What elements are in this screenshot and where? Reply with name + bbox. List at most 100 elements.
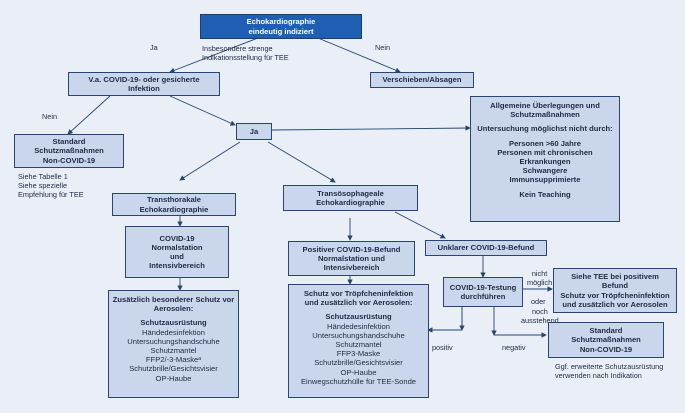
testing-line1: COVID-19-Testung [449,282,517,292]
tte-ward-line1: COVID-19 [159,233,195,243]
node-echo-indicated-line1: Echokardiographie [246,17,316,27]
positive-line3: Intensivbereich [323,263,380,273]
tee-protect-title2: und zusätzlich vor Aerosolen: [304,298,413,308]
label-extended-2: verwenden nach Indikation [555,371,642,380]
positive-line2: Normalstation und [317,253,386,263]
tte-protect-title1: Zusätzlich besonderer Schutz vor [112,295,235,304]
tte-protect-item: Untersuchungshandschuhe [127,336,220,346]
arrow-ja-to-tee [267,141,336,183]
tee-protect-item: Schutzmantel [335,340,382,350]
tee-protect-item: Einwegschutzhülle für TEE-Sonde [300,376,417,386]
node-standard1-line2: Schutzmaßnahmen [34,146,104,156]
node-general-considerations: Allgemeine Überlegungen und Schutzmaßnah… [470,96,620,222]
label-nein-top: Nein [375,43,391,52]
label-strict-indication: Insbesondere strenge Indikationsstellung… [202,44,289,62]
tte-protect-item: Schutzmantel [150,346,197,356]
node-see-tee: Siehe TEE bei positivem Befund Schutz vo… [553,268,677,313]
node-tee-line2: Echokardiographie [316,198,385,207]
arrow-top-to-suspect [169,37,259,73]
label-see-table-line3: Empfehlung für TEE [18,190,84,199]
tee-protect-heading: Schutzausrüstung [325,312,392,322]
label-nein-left: Nein [42,112,58,121]
arrow-ja-to-tte [179,141,241,181]
node-tee-line1: Transösophageale [317,188,384,198]
node-tte-ward: COVID-19 Normalstation und Intensivberei… [125,226,229,278]
node-standard1-line1: Standard [52,137,86,147]
tee-protect-item: Schutzbrille/Gesichtsvisier [314,358,403,368]
node-covid-testing: COVID-19-Testung durchführen [443,277,523,307]
see-tee-line3: Schutz vor Tröpfcheninfektion [560,290,670,300]
node-suspected-infection: V.a. COVID-19- oder gesicherte Infektion [68,72,220,96]
see-tee-line2: Befund [601,281,629,291]
label-pending-2: ausstehend [521,316,559,325]
label-positiv: positiv [432,343,453,352]
node-positive-finding: Positiver COVID-19-Befund Normalstation … [288,241,415,276]
tte-protect-item: Schutzbrille/Gesichtsvisier [129,364,218,374]
label-strict-line2: Indikationsstellung für TEE [202,53,289,62]
node-suspected-line2: Infektion [128,84,160,93]
node-ja-label: Ja [249,126,259,136]
general-title-line2: Schutzmaßnahmen [510,110,580,120]
general-intro: Untersuchung möglichst nicht durch: [477,124,613,134]
tee-protect-item: Untersuchungshandschuhe [312,330,405,340]
arrow-ja-to-general [271,125,471,131]
node-standard-non-covid-2: Standard Schutzmaßnahmen Non-COVID-19 [548,322,664,358]
label-see-table: Siehe Tabelle 1 Siehe spezielle Empfehlu… [18,172,84,199]
node-tee-protection: Schutz vor Tröpfcheninfektion und zusätz… [288,284,429,398]
general-item: Personen >60 Jahre [509,138,581,148]
label-not-possible-1: nicht [531,269,548,278]
tte-ward-line3: und [170,252,184,261]
node-standard-non-covid-1: Standard Schutzmaßnahmen Non-COVID-19 [14,134,124,168]
tee-protect-item: OP-Haube [340,367,377,377]
tte-protect-item: OP-Haube [155,373,192,383]
label-or: oder [531,297,546,306]
node-ja: Ja [236,123,272,140]
label-extended-1: Ggf. erweiterte Schutzausrüstung [555,362,664,371]
node-echo-indicated-line2: eindeutig indiziert [248,26,314,36]
general-item: Personen mit chronischen [497,147,593,157]
node-standard1-line3: Non-COVID-19 [42,155,96,165]
arrow-suspect-to-standard [67,95,111,135]
node-tte: Transthorakale Echokardiographie [112,193,236,216]
positive-line1: Positiver COVID-19-Befund [302,244,401,254]
node-tte-protection: Zusätzlich besonderer Schutz vor Aerosol… [108,290,239,398]
label-not-possible: nicht möglich [527,269,552,287]
general-title-line1: Allgemeine Überlegungen und [490,101,600,110]
tee-protect-item: FFP3-Maske [336,349,381,359]
label-negativ: negativ [502,343,526,352]
node-echo-indicated: Echokardiographie eindeutig indiziert [200,14,362,39]
tte-protect-title2: Aerosolen: [153,304,194,314]
tte-protect-item: Händedesinfektion [142,327,205,337]
standard2-line3: Non-COVID-19 [579,344,633,354]
tee-protect-item: Händedesinfektion [327,321,390,331]
node-unclear-finding: Unklarer COVID-19-Befund [425,240,547,256]
label-ja-top: Ja [150,43,158,52]
arrow-tee-to-unclear [394,211,446,239]
tte-ward-line2: Normalstation [151,242,203,252]
standard2-line2: Schutzmaßnahmen [571,335,641,345]
label-extended-protection: Ggf. erweiterte Schutzausrüstung verwend… [555,362,663,380]
label-not-possible-2: möglich [527,278,553,287]
node-postpone: Verschieben/Absagen [370,72,474,88]
general-item: Immunsupprimierte [509,175,581,185]
general-item: Erkrankungen [519,157,571,167]
unclear-label: Unklarer COVID-19-Befund [437,243,535,253]
label-pending-1: noch [531,307,548,316]
tte-ward-line4: Intensivbereich [149,261,205,271]
tte-protect-heading: Schutzausrüstung [140,318,207,328]
testing-line2: durchführen [460,292,506,301]
arrow-suspect-to-ja [169,95,236,126]
node-suspected-line1: V.a. COVID-19- oder gesicherte [88,74,200,84]
label-strict-line1: Insbesondere strenge [202,44,273,53]
standard2-line1: Standard [589,326,623,336]
node-postpone-label: Verschieben/Absagen [382,75,462,85]
label-see-table-line2: Siehe spezielle [18,181,68,190]
tte-protect-item: FFP2/-3-Maskeᵃ [145,355,202,365]
arrow-top-to-postpone [317,37,401,73]
general-footer: Kein Teaching [519,189,571,199]
node-tte-line1: Transthorakale [146,195,202,205]
node-tee: Transösophageale Echokardiographie [283,185,418,211]
see-tee-line1: Siehe TEE bei positivem [571,272,659,282]
label-pending: noch ausstehend [521,307,559,325]
